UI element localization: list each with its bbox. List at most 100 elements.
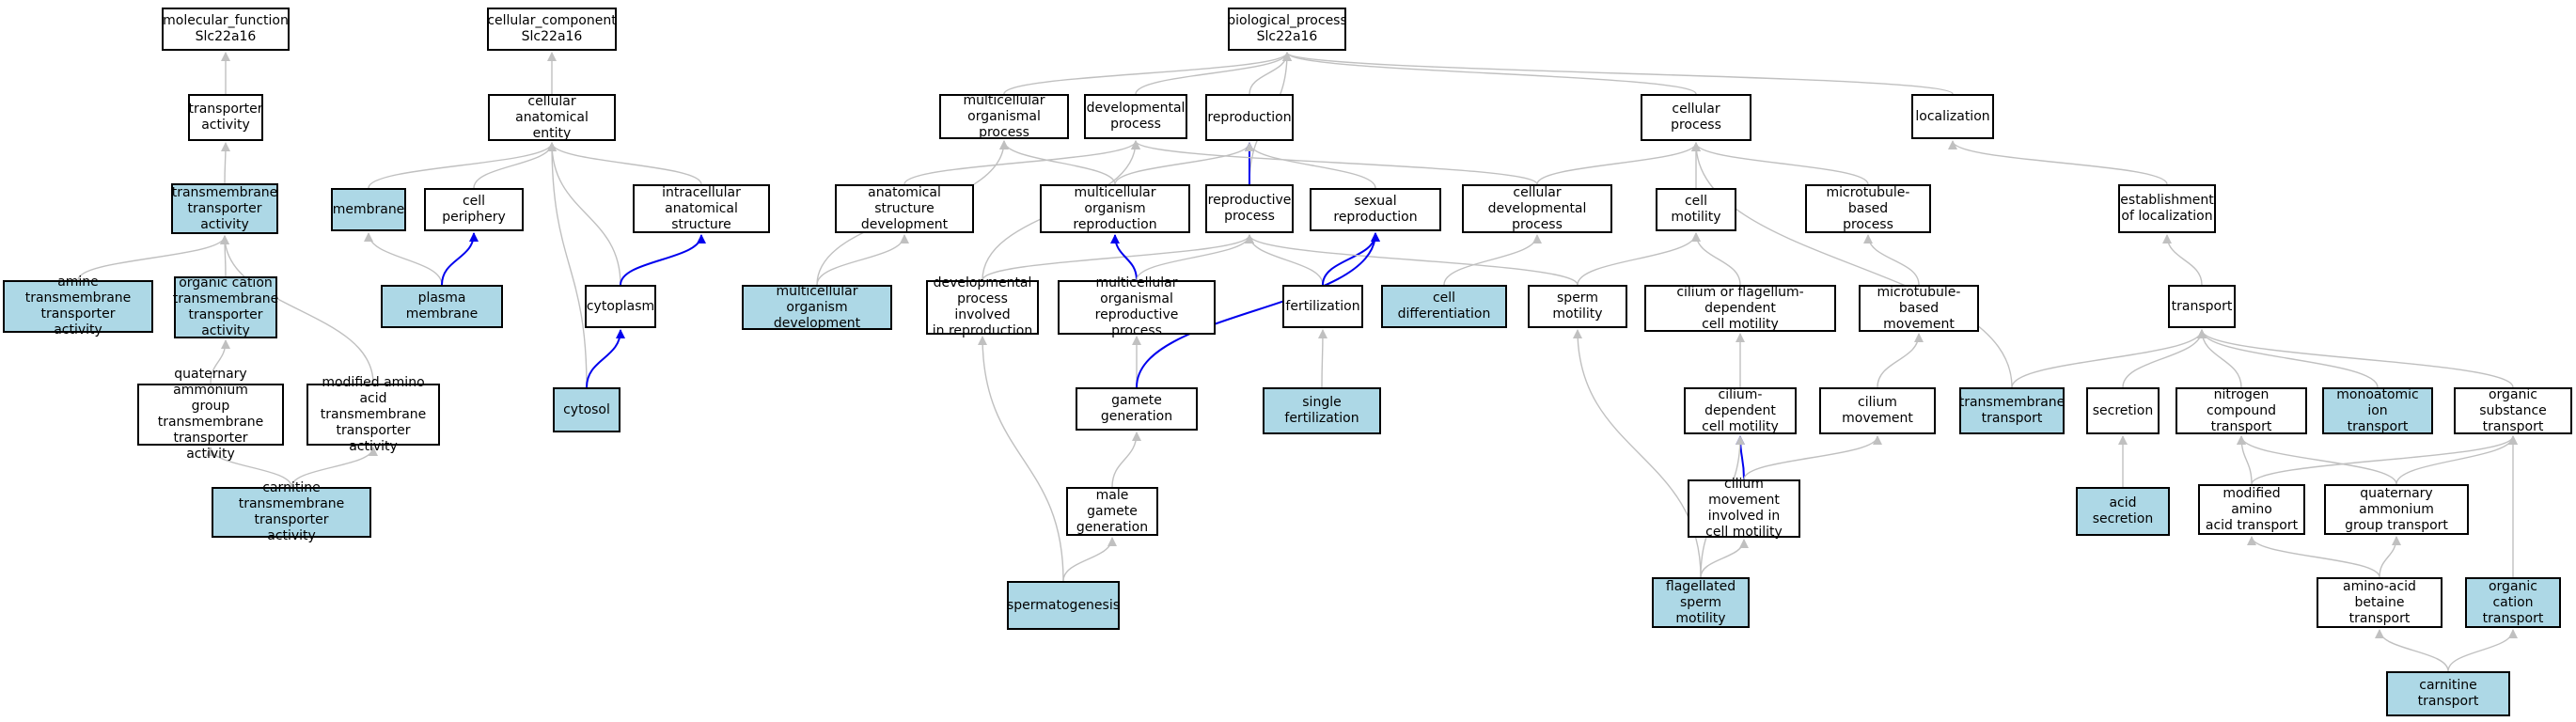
node-localization[interactable]: localization [1911,94,1994,139]
edge-establishment-localization-to-localization [1948,140,2168,185]
node-cellular-process[interactable]: cellular process [1641,94,1751,141]
edge-cytosol-to-cytoplasm [586,329,625,388]
node-cellular-anatomical-entity[interactable]: cellular anatomical entity [488,94,616,141]
node-intracellular-anatomical-structure[interactable]: intracellular anatomical structure [633,184,770,233]
node-acid-secretion[interactable]: acid secretion [2076,487,2170,536]
node-amino-acid-betaine-transport[interactable]: amino-acid betaine transport [2317,577,2442,628]
node-establishment-of-localization[interactable]: establishment of localization [2118,184,2216,233]
edge-qa-group-transport-to-organic-substance-transport [2395,435,2518,485]
node-cell-differentiation[interactable]: cell differentiation [1381,285,1507,328]
node-developmental-process[interactable]: developmental process [1084,94,1187,139]
edge-multicell-org-process-to-bp-root [1003,52,1292,95]
edge-developmental-process-to-bp-root [1135,52,1292,95]
node-sperm-motility[interactable]: sperm motility [1528,285,1627,328]
edge-amine-tm-to-tm-transporter-activity [77,235,229,281]
node-transporter-activity[interactable]: transporter activity [188,94,263,141]
node-spermatogenesis[interactable]: spermatogenesis [1007,581,1120,630]
edge-transmembrane-transport-to-cellular-process [1691,142,2013,388]
node-single-fertilization[interactable]: single fertilization [1263,387,1381,434]
node-transport[interactable]: transport [2168,285,2236,328]
edge-qa-group-transport-to-nitrogen-compound-transport [2237,435,2397,485]
edge-multicell-org-repro-to-multicell-org-process [999,140,1116,185]
edge-dev-process-repro-to-reproductive-process [982,234,1254,281]
edge-male-gamete-generation-to-gamete-generation [1111,432,1141,488]
edge-multicell-org-repro-process-to-multicell-org-repro [1110,234,1138,281]
edge-amino-acid-betaine-transport-to-qa-group-transport [2379,536,2401,578]
edge-mod-aa-transport-to-organic-substance-transport [2251,435,2518,485]
edge-carnitine-transport-to-amino-acid-betaine-transport [2375,629,2449,672]
node-cilium-movement-involved-in-cell-motility[interactable]: cilium movement involved in cell motilit… [1688,477,1800,540]
node-organic-cation-transmembrane-transporter-activity[interactable]: organic cation transmembrane transporter… [172,275,279,338]
node-male-gamete-generation[interactable]: male gamete generation [1066,487,1158,536]
node-cilium-movement[interactable]: cilium movement [1819,387,1936,434]
node-multicellular-organism-development[interactable]: multicellular organism development [742,284,892,331]
edge-transmembrane-transport-to-transport [2011,329,2207,388]
edge-cilium-movement-to-microtubule-based-movement [1877,333,1924,388]
node-modified-amino-acid-transmembrane-transporter-activity[interactable]: modified amino acid transmembrane transp… [306,375,440,454]
edge-multicell-org-repro-to-reproduction [1114,142,1254,185]
edge-cell-differentiation-to-cell-dev-process [1443,234,1542,286]
node-secretion[interactable]: secretion [2086,387,2160,434]
node-quaternary-ammonium-group-transport[interactable]: quaternary ammonium group transport [2324,484,2469,535]
node-microtubule-based-process[interactable]: microtubule-based process [1805,184,1931,233]
node-reproductive-process[interactable]: reproductive process [1205,184,1294,233]
node-cellular-component-root[interactable]: cellular_component Slc22a16 [487,8,617,51]
node-molecular-function-root[interactable]: molecular_function Slc22a16 [162,8,290,51]
edge-flagellated-sperm-motility-to-cilium-movement-motility [1700,539,1749,578]
node-carnitine-transmembrane-transporter-activity[interactable]: carnitine transmembrane transporter acti… [212,480,371,543]
edge-cell-dev-process-to-developmental-process [1131,140,1538,185]
edge-microtubule-based-process-to-cellular-process [1691,142,1869,185]
edge-cell-dev-process-to-cellular-process [1536,142,1701,185]
node-biological-process-root[interactable]: biological_process Slc22a16 [1227,8,1347,51]
node-cilium-dependent-cell-motility[interactable]: cilium-dependent cell motility [1684,387,1797,434]
edge-mod-aa-tm-to-tm-transporter-activity [220,235,374,385]
node-sexual-reproduction[interactable]: sexual reproduction [1310,188,1441,231]
edge-spermatogenesis-to-dev-process-repro [978,336,1064,582]
node-cell-motility[interactable]: cell motility [1656,188,1736,231]
node-monoatomic-ion-transport[interactable]: monoatomic ion transport [2322,387,2433,434]
edge-carnitine-transport-to-organic-cation-transport [2447,629,2518,672]
edge-tm-transporter-activity-to-transporter-activity [220,142,230,184]
edge-cytosol-to-cell-anat-entity [547,142,588,388]
node-organic-cation-transport[interactable]: organic cation transport [2465,577,2561,628]
edge-monoatomic-ion-transport-to-transport [2197,329,2379,388]
edge-transport-to-establishment-localization [2162,234,2203,286]
node-transmembrane-transport[interactable]: transmembrane transport [1959,387,2065,434]
node-organic-substance-transport[interactable]: organic substance transport [2454,387,2572,434]
edge-cytoplasm-to-cell-anat-entity [547,142,621,286]
edge-organic-substance-transport-to-transport [2197,329,2514,388]
node-cellular-developmental-process[interactable]: cellular developmental process [1462,184,1612,233]
node-cell-periphery[interactable]: cell periphery [424,188,524,231]
node-developmental-process-involved-in-reproduction[interactable]: developmental process involved in reprod… [926,275,1039,338]
node-amine-transmembrane-transporter-activity[interactable]: amine transmembrane transporter activity [3,275,153,337]
edge-cilium-flagellum-motility-to-cell-motility [1691,232,1741,286]
node-modified-amino-acid-transport[interactable]: modified amino acid transport [2198,484,2305,535]
node-cytosol[interactable]: cytosol [553,387,620,432]
edge-single-fertilization-to-fertilization [1317,329,1327,388]
node-carnitine-transport[interactable]: carnitine transport [2386,671,2510,716]
node-cilium-or-flagellum-dependent-cell-motility[interactable]: cilium or flagellum-dependent cell motil… [1644,285,1836,332]
node-transmembrane-transporter-activity[interactable]: transmembrane transporter activity [171,183,278,234]
edge-sexual-reproduction-to-reproduction [1245,142,1376,189]
node-quaternary-ammonium-group-transmembrane-transporter-activity[interactable]: quaternary ammonium group transmembrane … [137,367,284,462]
node-membrane[interactable]: membrane [331,188,406,231]
node-multicellular-organism-reproduction[interactable]: multicellular organism reproduction [1040,184,1190,233]
edge-localization-to-bp-root [1282,52,1954,95]
edge-cellular-process-to-bp-root [1282,52,1697,95]
edge-cytoplasm-to-intracellular-anat [620,234,706,286]
node-flagellated-sperm-motility[interactable]: flagellated sperm motility [1652,577,1750,628]
node-anatomical-structure-development[interactable]: anatomical structure development [835,184,974,233]
edge-amino-acid-betaine-transport-to-mod-aa-transport [2247,536,2380,578]
node-cytoplasm[interactable]: cytoplasm [585,285,656,328]
node-fertilization[interactable]: fertilization [1282,285,1363,328]
node-multicellular-organismal-process[interactable]: multicellular organismal process [939,93,1069,140]
edge-secretion-to-transport [2122,329,2207,388]
edge-cilium-movement-motility-to-cilium-movement [1743,435,1882,480]
node-nitrogen-compound-transport[interactable]: nitrogen compound transport [2175,387,2307,434]
node-microtubule-based-movement[interactable]: microtubule-based movement [1859,285,1979,332]
node-reproduction[interactable]: reproduction [1205,94,1294,141]
node-multicellular-organismal-reproductive-process[interactable]: multicellular organismal reproductive pr… [1058,275,1216,338]
node-plasma-membrane[interactable]: plasma membrane [381,285,503,328]
node-gamete-generation[interactable]: gamete generation [1076,387,1198,431]
